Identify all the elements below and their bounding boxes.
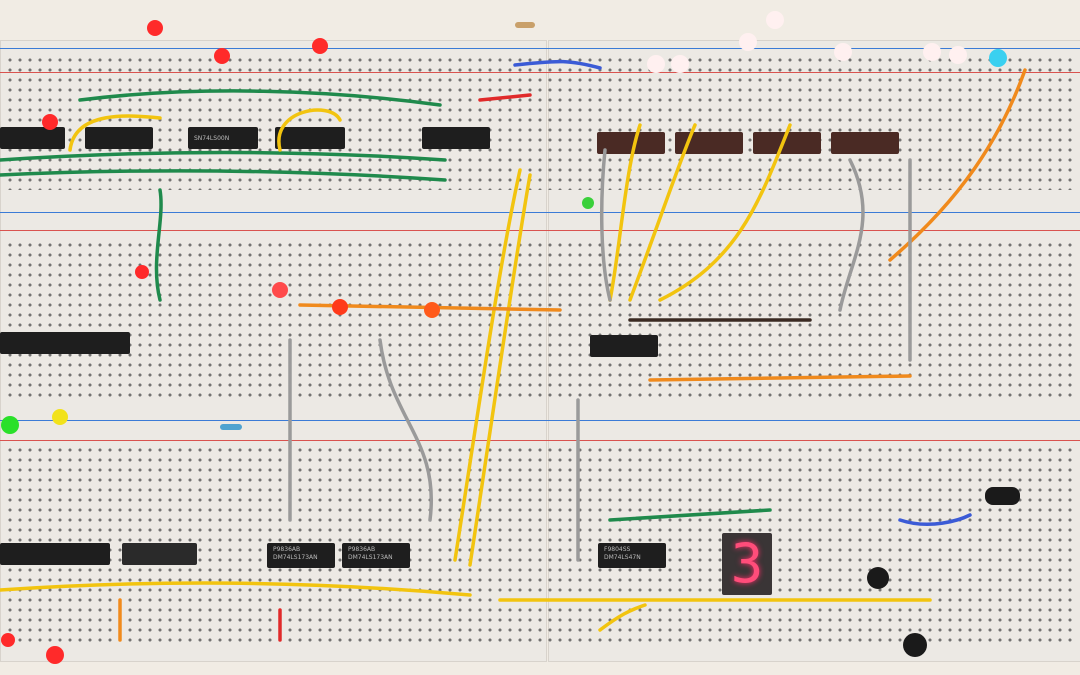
capacitor <box>867 567 889 589</box>
wire <box>598 603 647 632</box>
wire <box>608 508 772 522</box>
led-red <box>147 20 163 36</box>
led-red <box>1 633 15 647</box>
wire <box>478 93 532 102</box>
capacitor <box>903 633 927 657</box>
dip-switch[interactable] <box>122 543 197 565</box>
led-red <box>135 265 149 279</box>
led-white <box>739 33 757 51</box>
led-red <box>46 646 64 664</box>
led-white <box>923 43 941 61</box>
ic-chip <box>422 127 490 149</box>
ic-chip-74ls173: P9836AB DM74LS173AN <box>267 543 335 568</box>
led-white <box>834 43 852 61</box>
led-red <box>312 38 328 54</box>
wire <box>68 114 162 152</box>
wire <box>78 89 442 107</box>
wire <box>453 168 522 562</box>
led-white <box>766 11 784 29</box>
ic-chip <box>85 127 153 149</box>
hole-grid-middle <box>5 240 1075 400</box>
wire <box>277 108 342 152</box>
wire <box>0 581 472 597</box>
ic-chip <box>0 543 110 565</box>
led-red <box>332 299 348 315</box>
wire <box>658 123 792 302</box>
ic-chip <box>597 132 665 154</box>
ground-rail <box>0 420 1080 421</box>
ground-rail <box>0 212 1080 213</box>
ic-chip-74ls47: F9804SS DM74LS47N <box>598 543 666 568</box>
wire <box>378 338 433 522</box>
ic-chip <box>675 132 743 154</box>
wire <box>648 374 912 382</box>
led-red <box>272 282 288 298</box>
led-red <box>42 114 58 130</box>
wire <box>628 123 697 302</box>
capacitor <box>985 487 1020 505</box>
ic-chip <box>275 127 345 149</box>
hole-grid-top <box>5 55 1075 190</box>
wire <box>154 188 163 302</box>
led-red <box>214 48 230 64</box>
ic-chip-74ls173: P9836AB DM74LS173AN <box>342 543 410 568</box>
led-green <box>1 416 19 434</box>
led-red <box>424 302 440 318</box>
resistor <box>515 22 535 28</box>
seven-segment-display: 3 <box>722 533 772 595</box>
wire <box>608 123 642 302</box>
ground-rail <box>0 48 1080 49</box>
led-yellow <box>52 409 68 425</box>
wire <box>0 150 447 162</box>
power-rail <box>0 440 1080 441</box>
wire <box>888 68 1027 262</box>
ic-chip <box>831 132 899 154</box>
wire <box>898 513 972 527</box>
wire <box>599 148 612 302</box>
wire <box>513 59 602 70</box>
ic-chip <box>0 127 65 149</box>
led-white <box>647 55 665 73</box>
led-white <box>949 46 967 64</box>
ic-chip <box>0 332 130 354</box>
power-rail <box>0 230 1080 231</box>
wire <box>0 169 447 182</box>
ic-chip <box>590 335 658 357</box>
led-blue <box>989 49 1007 67</box>
resistor <box>220 424 242 430</box>
ic-chip-74ls00: SN74LS00N <box>188 127 258 149</box>
led-white <box>671 55 689 73</box>
led-green <box>582 197 594 209</box>
ic-chip <box>753 132 821 154</box>
wire <box>838 158 865 312</box>
wire <box>468 173 532 567</box>
power-rail <box>0 72 1080 73</box>
